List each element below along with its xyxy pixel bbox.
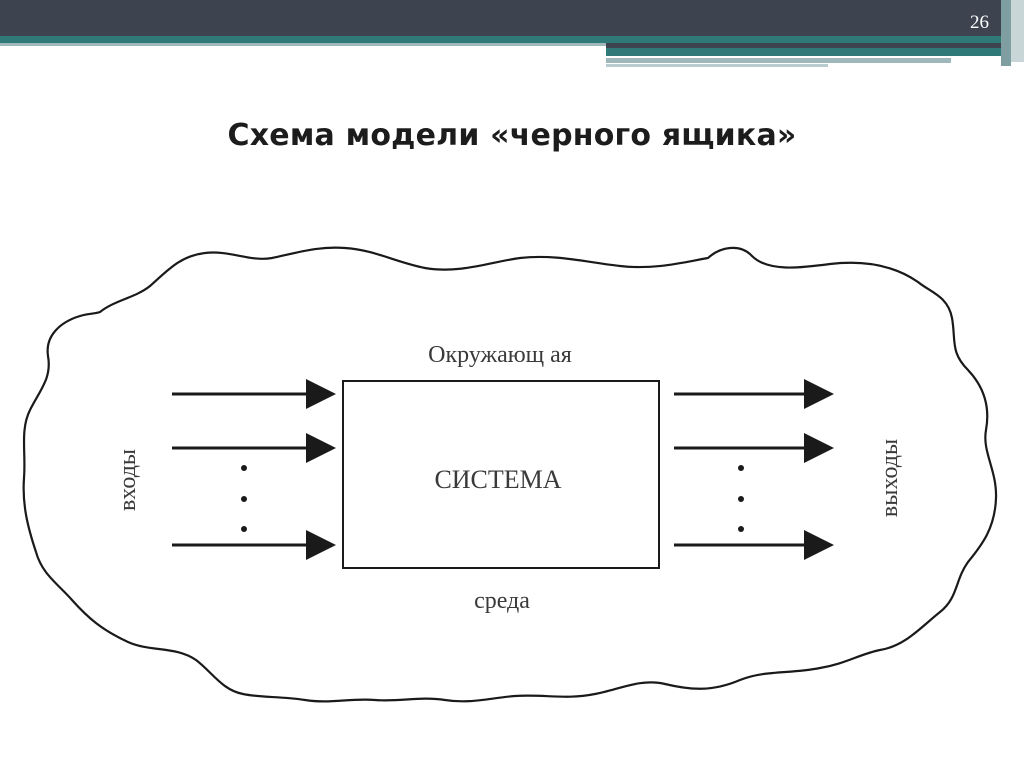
input-ellipsis-dot-1 [241,465,247,471]
output-ellipsis-dot-3 [738,526,744,532]
header-edge-strip-2 [1011,0,1024,62]
header-right-light [606,58,951,63]
environment-label-top: Окружающ ая [428,342,572,368]
header-edge-strip [1001,0,1011,66]
system-box [342,380,660,569]
output-ellipsis-dot-2 [738,496,744,502]
header-light-stripe [0,43,606,46]
system-label: СИСТЕМА [434,465,561,494]
header-right-shadow [606,48,1001,56]
slide-title: Схема модели «черного ящика» [227,118,797,153]
environment-boundary [22,246,998,703]
page-number: 26 [970,12,989,33]
environment-label-bottom: среда [474,588,530,614]
header-bar [0,0,1024,67]
output-ellipsis-dot-1 [738,465,744,471]
input-ellipsis-dot-2 [241,496,247,502]
header-teal-stripe [0,36,1024,43]
input-ellipsis-dot-3 [241,526,247,532]
outputs-label: выходы [877,439,903,517]
header-right-light-2 [606,64,828,67]
inputs-label: входы [115,449,141,511]
